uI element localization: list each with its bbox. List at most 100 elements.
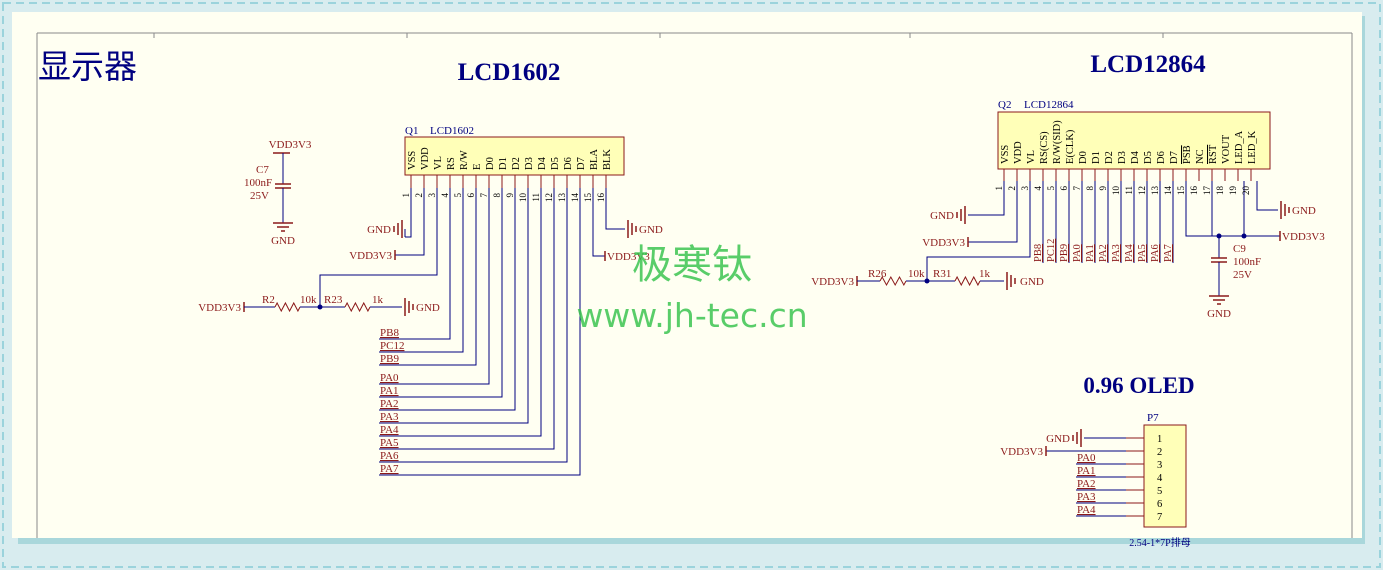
lcd1602-pin-number: 8 [492, 193, 502, 198]
r31-value: 1k [979, 268, 991, 280]
wire-q2-vl [926, 181, 1031, 281]
lcd1602-pin-name: R/W [459, 150, 470, 170]
lcd12864-pin-name: D2 [1104, 151, 1115, 164]
net-label: PA7 [1163, 244, 1174, 262]
resistor-symbol [344, 301, 371, 313]
net-label: PC12 [1046, 239, 1057, 262]
junction-dot [1241, 233, 1247, 239]
lcd1602-pin-name: D2 [511, 157, 522, 170]
lcd12864-pin-name: VOUT [1221, 134, 1232, 164]
wire-q2-psb [1185, 181, 1219, 237]
gnd-label: GND [367, 224, 391, 236]
net-label: PB9 [1059, 244, 1070, 262]
vdd-label: VDD3V3 [1000, 446, 1043, 458]
lcd12864-pin-name: D0 [1078, 151, 1089, 164]
net-label: PA2 [380, 398, 399, 410]
lcd12864-ref: Q2 [998, 99, 1011, 111]
vdd-label: VDD3V3 [349, 250, 392, 262]
lcd1602-pin-number: 12 [544, 193, 554, 202]
lcd12864-pin-number: 11 [1124, 186, 1134, 195]
lcd1602-pin-name: D3 [524, 157, 535, 170]
section-title-oled: 0.96 OLED [1083, 373, 1194, 398]
lcd12864-part: LCD12864 [1024, 99, 1074, 111]
lcd12864-pin-number: 4 [1033, 186, 1043, 191]
net-label: PA4 [1124, 244, 1135, 262]
p7-pin-number: 2 [1157, 447, 1162, 458]
lcd12864-pin-name: LED_K [1247, 130, 1258, 164]
c7-ref: C7 [256, 164, 269, 176]
p7-pin-number: 5 [1157, 486, 1162, 497]
lcd12864-pin-number: 8 [1085, 186, 1095, 191]
c9-ref: C9 [1233, 243, 1246, 255]
c9-voltage: 25V [1233, 269, 1252, 281]
lcd12864-pin-number: 20 [1241, 186, 1251, 196]
r31-ref: R31 [933, 268, 951, 280]
gnd-label: GND [271, 235, 295, 247]
lcd1602-pin-name: BLA [589, 149, 600, 170]
lcd1602-pin-name: D5 [550, 157, 561, 170]
vdd-label: VDD3V3 [811, 276, 854, 288]
c7-value: 100nF [244, 177, 272, 189]
net-label: PA1 [380, 385, 399, 397]
net-label: PB8 [380, 327, 399, 339]
gnd-label: GND [1207, 308, 1231, 320]
net-label: PC12 [380, 340, 404, 352]
gnd-label: GND [1292, 205, 1316, 217]
lcd12864-pin-number: 19 [1228, 186, 1238, 196]
lcd12864-pin-name: E(CLK) [1065, 129, 1076, 164]
gnd-label: GND [639, 224, 663, 236]
lcd12864-pin-number: 1 [994, 186, 1004, 191]
lcd1602-pin-number: 13 [557, 193, 567, 203]
lcd1602-pin-name: D4 [537, 156, 548, 170]
wire-q2-gnd [968, 181, 1005, 216]
net-label: PA2 [1098, 244, 1109, 262]
lcd1602-ref: Q1 [405, 125, 418, 137]
wire-q1-signal [379, 188, 581, 476]
lcd12864-pin-number: 7 [1072, 186, 1082, 191]
vdd-label: VDD3V3 [269, 139, 312, 151]
lcd1602-pin-name: VL [433, 156, 444, 170]
net-label: PA5 [1137, 244, 1148, 262]
wire-q1-signal [379, 188, 516, 411]
net-label: PA6 [1150, 244, 1161, 262]
wire-q1-signal [379, 188, 555, 450]
lcd12864-pin-number: 14 [1163, 186, 1173, 196]
lcd1602-pin-name: BLK [602, 149, 613, 170]
wire-q1-signal [379, 188, 542, 437]
lcd1602-pin-number: 10 [518, 193, 528, 203]
vdd-label: VDD3V3 [1282, 231, 1325, 243]
lcd12864-pin-number: 12 [1137, 186, 1147, 195]
lcd1602-pin-number: 3 [427, 193, 437, 198]
lcd1602-pin-number: 6 [466, 193, 476, 198]
sheet-paper [12, 12, 1362, 538]
p7-body [1143, 424, 1187, 528]
lcd1602-pin-name: D1 [498, 157, 509, 170]
lcd1602-pin-number: 2 [414, 193, 424, 198]
lcd12864-pin-name: VL [1026, 150, 1037, 164]
r23-ref: R23 [324, 294, 343, 306]
p7-footer: 2.54-1*7P排母 [1129, 536, 1190, 549]
net-label: PA2 [1077, 478, 1096, 490]
lcd1602-pin-number: 16 [596, 193, 606, 203]
net-label: PA0 [380, 372, 399, 384]
wire-q1-signal [379, 188, 451, 340]
wire-q2-vdd [968, 181, 1018, 243]
c9-value: 100nF [1233, 256, 1261, 268]
lcd12864-pin-number: 6 [1059, 186, 1069, 191]
lcd1602-pin-number: 5 [453, 193, 463, 198]
lcd1602-pin-name: D6 [563, 157, 574, 170]
resistor-symbol [954, 275, 981, 287]
lcd12864-pin-number: 9 [1098, 186, 1108, 191]
lcd12864-pin-number: 15 [1176, 186, 1186, 196]
net-label: PA7 [380, 463, 399, 475]
wire-q1-vl [319, 188, 438, 307]
p7-pin-number: 3 [1157, 460, 1162, 471]
lcd1602-pin-number: 9 [505, 193, 515, 198]
p7-pin-number: 6 [1157, 499, 1162, 510]
wire-q1-bla [592, 188, 605, 257]
net-label: PA1 [1085, 244, 1096, 262]
